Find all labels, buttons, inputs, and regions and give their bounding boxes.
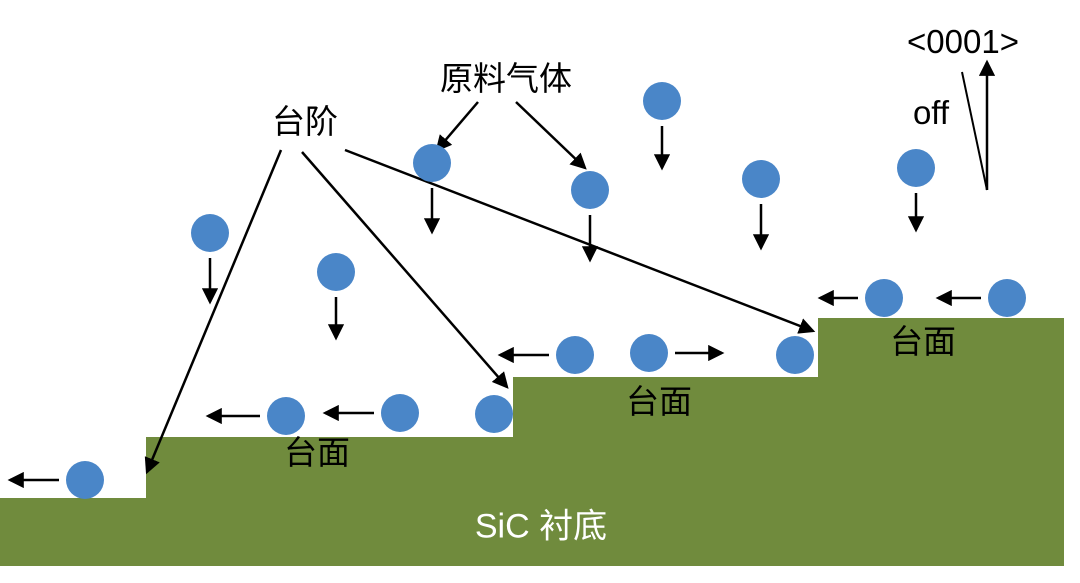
molecule [742, 160, 780, 198]
molecule [381, 394, 419, 432]
molecule [643, 82, 681, 120]
molecule [630, 334, 668, 372]
terrace-label-3: 台面 [890, 322, 956, 360]
substrate-shape [0, 318, 1064, 566]
step-label: 台阶 [272, 102, 338, 140]
molecule [865, 279, 903, 317]
orientation-label: <0001> [907, 22, 1019, 60]
pointer-arrow [435, 101, 479, 152]
molecule [267, 397, 305, 435]
molecule [66, 461, 104, 499]
molecule [571, 171, 609, 209]
molecule [475, 395, 513, 433]
terrace-label-2: 台面 [626, 382, 692, 420]
terrace-label-1: 台面 [284, 433, 350, 471]
substrate-label: SiC 衬底 [474, 507, 608, 546]
source-gas-label: 原料气体 [440, 59, 572, 97]
pointer-arrow [515, 101, 587, 170]
off-axis-line [961, 71, 988, 191]
molecule [897, 149, 935, 187]
pointer-arrow [144, 149, 283, 475]
pointer-arrow [301, 151, 509, 389]
molecule [191, 214, 229, 252]
molecule [988, 279, 1026, 317]
molecule [413, 144, 451, 182]
pointer-arrow [344, 148, 816, 334]
off-angle-label: off [912, 93, 950, 131]
molecule [776, 336, 814, 374]
molecule [556, 336, 594, 374]
molecule [317, 253, 355, 291]
